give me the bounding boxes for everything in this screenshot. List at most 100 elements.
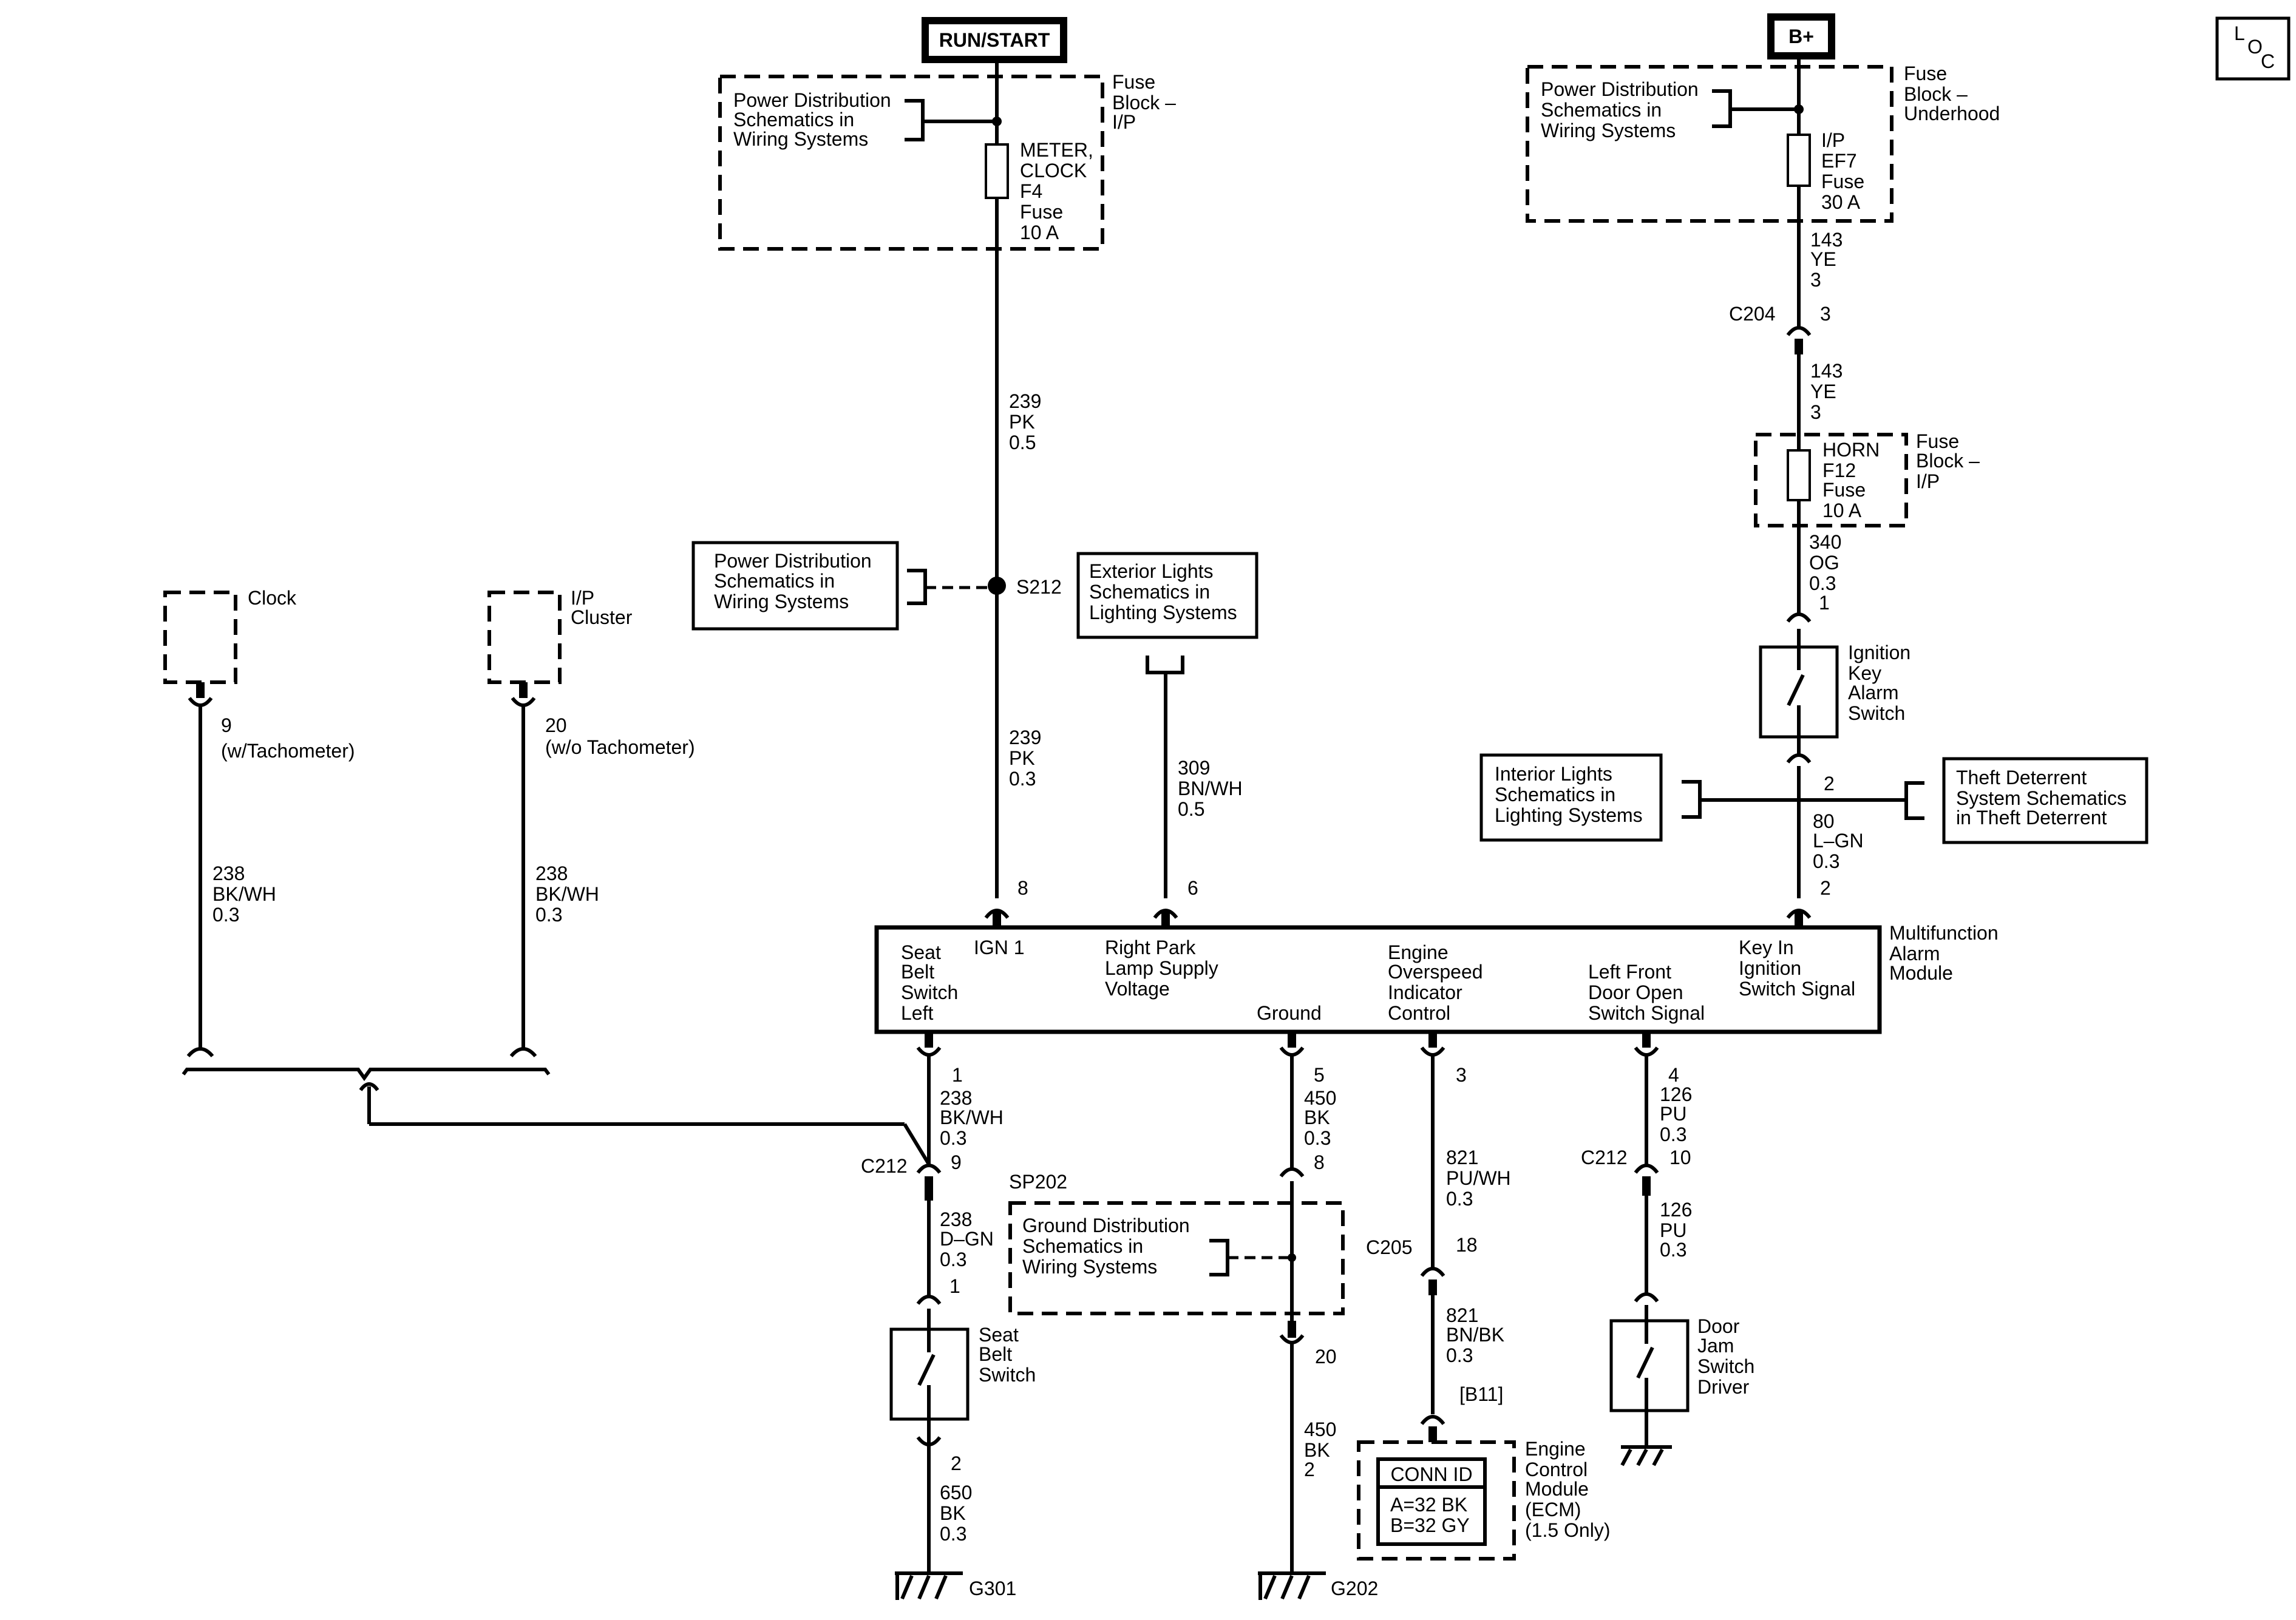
svg-text:BK/WH: BK/WH: [535, 883, 599, 905]
ign-switch-pin2-connector: [1786, 753, 1812, 764]
fuse-block-ip-outline: [718, 75, 1104, 251]
svg-text:Wiring Systems: Wiring Systems: [1541, 120, 1676, 141]
svg-text:Ground Distribution: Ground Distribution: [1022, 1215, 1190, 1236]
svg-text:2: 2: [1304, 1459, 1315, 1480]
horn-fuse-block-label: Fuse Block – I/P: [1916, 430, 1980, 492]
svg-text:O: O: [2247, 36, 2263, 58]
svg-text:Key In: Key In: [1739, 937, 1794, 958]
svg-text:6: 6: [1187, 877, 1198, 899]
svg-text:20: 20: [1315, 1346, 1337, 1368]
svg-text:Right Park: Right Park: [1105, 937, 1196, 958]
svg-text:EF7: EF7: [1821, 150, 1857, 172]
svg-text:Ignition: Ignition: [1848, 642, 1911, 663]
horn-fuse-label: HORN F12 Fuse 10 A: [1822, 439, 1880, 521]
svg-text:0.3: 0.3: [940, 1127, 966, 1149]
svg-text:Lighting Systems: Lighting Systems: [1089, 602, 1237, 623]
horn-fuse-icon: [1787, 449, 1811, 501]
svg-text:C212: C212: [1581, 1147, 1628, 1168]
wire-239-bot: 239 PK 0.3: [1009, 727, 1041, 790]
svg-text:Door Open: Door Open: [1588, 981, 1683, 1003]
svg-text:0.3: 0.3: [1446, 1188, 1473, 1210]
svg-text:Alarm: Alarm: [1889, 943, 1940, 964]
svg-text:143: 143: [1810, 360, 1843, 382]
svg-text:0.3: 0.3: [1009, 768, 1036, 790]
s212-label: S212: [1016, 576, 1062, 598]
c212-left-connector: C212 9: [861, 1151, 962, 1201]
svg-text:Block –: Block –: [1916, 450, 1980, 472]
svg-text:Engine: Engine: [1388, 941, 1449, 963]
svg-text:239: 239: [1009, 727, 1041, 748]
g202-ground-icon: G202: [1258, 1571, 1378, 1600]
svg-text:Wiring Systems: Wiring Systems: [733, 128, 868, 150]
svg-text:80: 80: [1813, 810, 1835, 832]
svg-text:Indicator: Indicator: [1388, 981, 1462, 1003]
wire-239-top: 239 PK 0.5: [1009, 390, 1041, 453]
svg-text:9: 9: [221, 714, 232, 736]
ext-lights-ref-text: Exterior Lights Schematics in Lighting S…: [1089, 560, 1237, 623]
clock-note: (w/Tachometer): [221, 740, 355, 762]
svg-text:Power Distribution: Power Distribution: [1541, 78, 1699, 100]
svg-text:OG: OG: [1809, 552, 1839, 574]
door-jam-ground-icon: [1620, 1445, 1672, 1466]
wire-821-a: 821 PU/WH 0.3: [1446, 1147, 1511, 1210]
svg-text:PU: PU: [1660, 1219, 1686, 1241]
svg-text:Fuse: Fuse: [1822, 479, 1866, 501]
svg-text:1: 1: [1819, 592, 1830, 614]
svg-text:340: 340: [1809, 531, 1841, 553]
svg-text:Interior Lights: Interior Lights: [1495, 763, 1612, 785]
svg-text:3: 3: [1810, 401, 1821, 423]
door-jam-switch-label: Door Jam Switch Driver: [1697, 1315, 1754, 1398]
svg-text:309: 309: [1178, 757, 1210, 779]
svg-text:METER,: METER,: [1020, 139, 1093, 161]
theft-deterrent-ref-text: Theft Deterrent System Schematics in The…: [1956, 767, 2127, 829]
svg-text:0.3: 0.3: [940, 1523, 966, 1545]
sp202-label: SP202: [1009, 1171, 1067, 1193]
svg-text:F12: F12: [1822, 459, 1856, 481]
door-jam-switch: [1609, 1319, 1690, 1412]
svg-text:Schematics in: Schematics in: [714, 570, 835, 592]
wire-143-a: 143 YE 3: [1810, 229, 1843, 291]
svg-text:C212: C212: [861, 1155, 908, 1177]
svg-text:Wiring Systems: Wiring Systems: [714, 591, 849, 612]
svg-text:18: 18: [1456, 1234, 1478, 1256]
ignition-key-alarm-switch-label: Ignition Key Alarm Switch: [1848, 642, 1911, 724]
svg-text:0.3: 0.3: [1809, 572, 1836, 594]
conn-id-b: B=32 GY: [1390, 1514, 1470, 1536]
multifunction-alarm-module: [874, 925, 1882, 1034]
wire-238-cluster: 238 BK/WH 0.3: [535, 863, 599, 926]
ign-switch-pin1-connector: [1786, 612, 1812, 623]
svg-text:3: 3: [1820, 303, 1831, 325]
module-pin-seat: 1: [916, 1032, 963, 1086]
svg-text:450: 450: [1304, 1087, 1336, 1109]
conn-id-title: CONN ID: [1390, 1463, 1472, 1485]
seat-belt-switch-label: Seat Belt Switch: [979, 1324, 1036, 1386]
svg-text:0.3: 0.3: [1304, 1127, 1331, 1149]
svg-text:650: 650: [940, 1482, 972, 1503]
svg-text:HORN: HORN: [1822, 439, 1880, 461]
svg-text:G202: G202: [1331, 1578, 1378, 1599]
svg-text:Belt: Belt: [979, 1343, 1012, 1365]
svg-text:Jam: Jam: [1697, 1335, 1734, 1357]
svg-text:BN/WH: BN/WH: [1178, 778, 1243, 799]
svg-text:Schematics in: Schematics in: [1495, 784, 1615, 805]
s212-splice: [988, 577, 1006, 595]
svg-text:C: C: [2261, 50, 2275, 72]
svg-text:Belt: Belt: [901, 961, 934, 983]
svg-text:Voltage: Voltage: [1105, 978, 1170, 1000]
svg-text:20: 20: [545, 714, 567, 736]
loc-icon: L O C: [2215, 16, 2291, 81]
svg-text:5: 5: [1314, 1064, 1325, 1086]
wire-238-module: 238 BK/WH 0.3: [940, 1087, 1004, 1149]
power-dist-ref-2: Power Distribution Schematics in Wiring …: [1541, 78, 1799, 141]
svg-text:450: 450: [1304, 1418, 1336, 1440]
power-dist-ref-1: Power Distribution Schematics in Wiring …: [733, 89, 997, 150]
svg-text:BK: BK: [1304, 1107, 1330, 1128]
svg-text:Switch Signal: Switch Signal: [1739, 978, 1855, 1000]
clock-label: Clock: [248, 587, 297, 609]
svg-text:239: 239: [1009, 390, 1041, 412]
svg-text:Lamp Supply: Lamp Supply: [1105, 957, 1218, 979]
wire-126-b: 126 PU 0.3: [1660, 1199, 1692, 1261]
meter-clock-fuse-label: METER, CLOCK F4 Fuse 10 A: [1020, 139, 1093, 243]
s212-ref-box: [691, 541, 899, 631]
svg-text:1: 1: [952, 1064, 963, 1086]
